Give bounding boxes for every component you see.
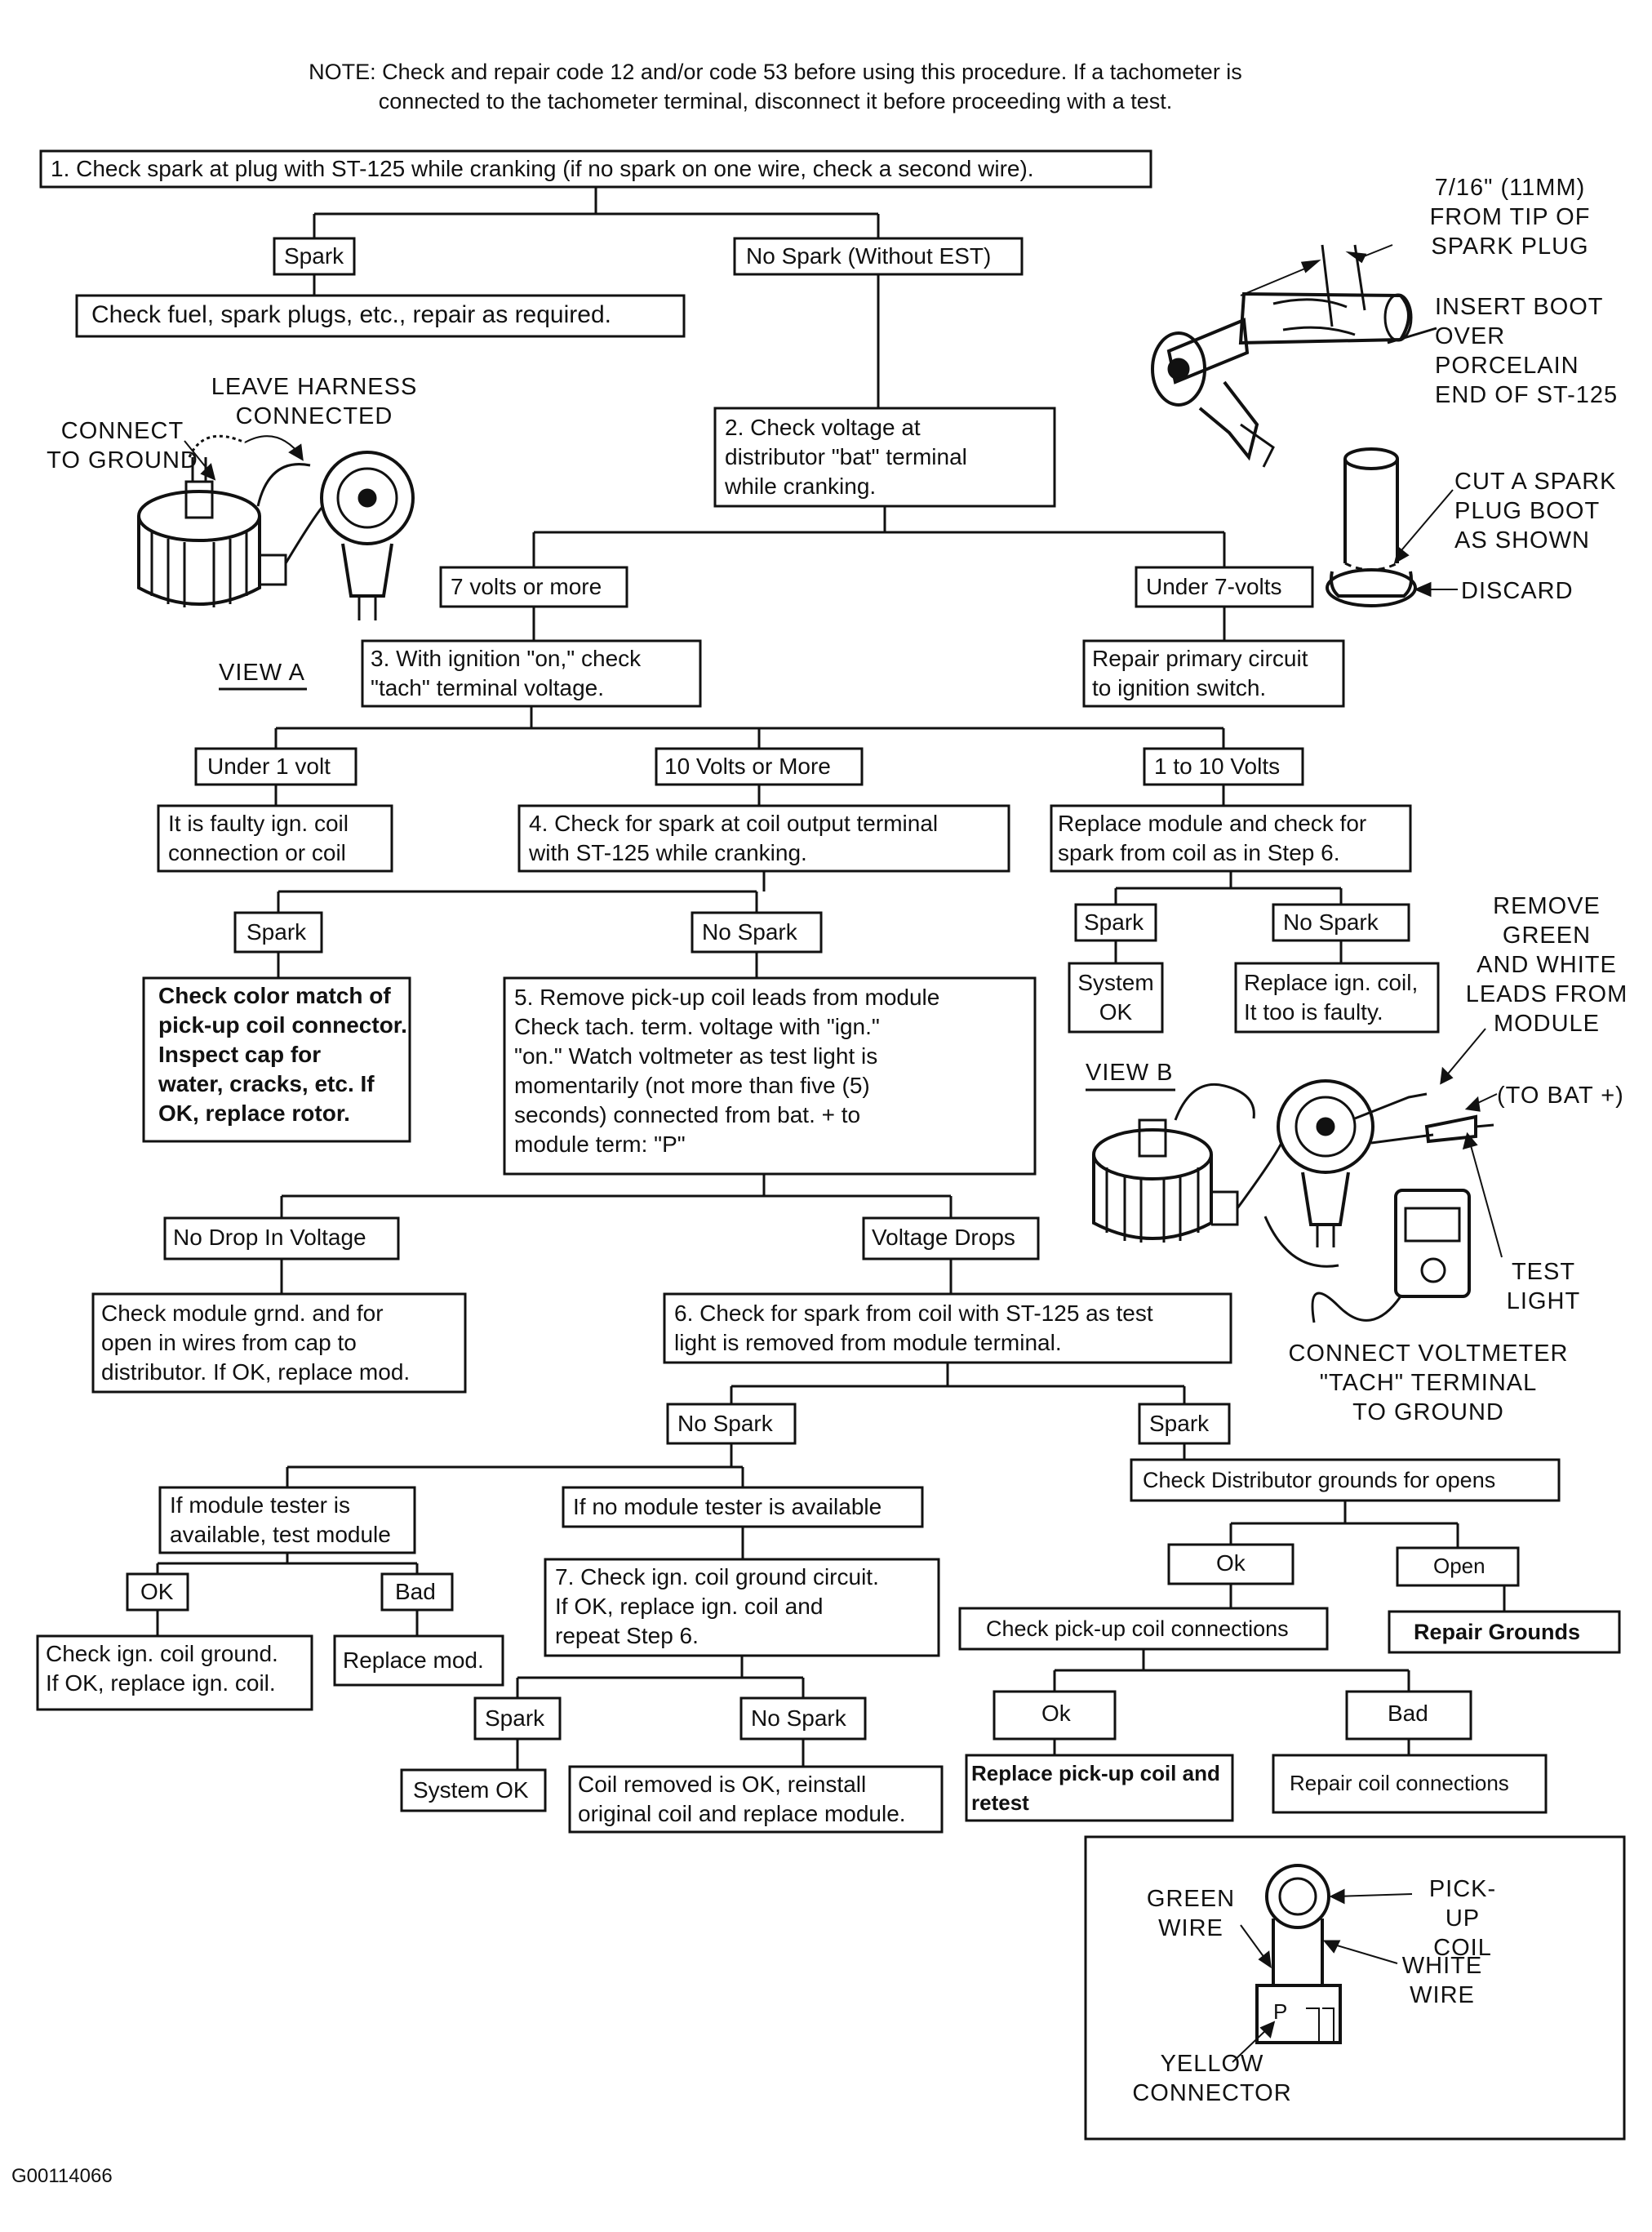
replace-module-check-text: Replace module and check for spark from … bbox=[1058, 811, 1367, 865]
seven-more-label: 7 volts or more bbox=[451, 574, 602, 599]
spark-1-label: Spark bbox=[284, 243, 344, 269]
step3-text: 3. With ignition "on," check "tach" term… bbox=[371, 646, 642, 700]
replace-coil-r-box bbox=[1234, 962, 1440, 1034]
step1-text: 1. Check spark at plug with ST-125 while… bbox=[51, 156, 1034, 181]
connect-ground-label: CONNECT TO GROUND bbox=[47, 418, 198, 474]
replace-mod-text: Replace mod. bbox=[343, 1647, 484, 1673]
check-fuel-text: Check fuel, spark plugs, etc., repair as… bbox=[91, 301, 611, 328]
system-ok-7-text: System OK bbox=[413, 1777, 529, 1803]
check-coil-ground-text: Check ign. coil ground. If OK, replace i… bbox=[46, 1641, 278, 1696]
open-2-label: Open bbox=[1433, 1554, 1485, 1578]
nospark-r-label: No Spark bbox=[1283, 909, 1379, 935]
system-ok-r-text: System OK bbox=[1077, 970, 1154, 1025]
repair-primary-text: Repair primary circuit to ignition switc… bbox=[1092, 646, 1308, 700]
coil-removed-box bbox=[568, 1765, 944, 1834]
white-wire-label: WHITE WIRE bbox=[1401, 1953, 1483, 2008]
repair-grounds-text: Repair Grounds bbox=[1414, 1620, 1581, 1644]
nospark-1-label: No Spark (Without EST) bbox=[746, 243, 992, 269]
note-line-1: NOTE: Check and repair code 12 and/or co… bbox=[309, 60, 1242, 84]
ok-3-label: Ok bbox=[1041, 1701, 1071, 1726]
spark-r-label: Spark bbox=[1084, 909, 1144, 935]
check-fuel-box bbox=[75, 294, 686, 338]
replace-pickup-text: Replace pick-up coil and retest bbox=[971, 1761, 1220, 1815]
view-b-label: VIEW B bbox=[1086, 1060, 1174, 1086]
under-seven-label: Under 7-volts bbox=[1146, 574, 1282, 599]
connect-voltmeter-label: CONNECT VOLTMETER "TACH" TERMINAL TO GRO… bbox=[1288, 1341, 1569, 1425]
test-light-label: TEST LIGHT bbox=[1506, 1259, 1581, 1314]
check-dist-grounds-text: Check Distributor grounds for opens bbox=[1143, 1468, 1496, 1492]
coil-removed-text: Coil removed is OK, reinstall original c… bbox=[578, 1772, 906, 1826]
figure-id: G00114066 bbox=[11, 2165, 113, 2187]
discard-label: DISCARD bbox=[1461, 578, 1574, 604]
spark-6-label: Spark bbox=[1149, 1411, 1210, 1436]
nospark-7-label: No Spark bbox=[751, 1705, 846, 1731]
step5-box bbox=[503, 976, 1037, 1176]
view-a-illustration bbox=[137, 434, 415, 620]
check-pickup-text: Check pick-up coil connections bbox=[986, 1616, 1289, 1641]
no-tester-text: If no module tester is available bbox=[573, 1494, 882, 1519]
spark-plug-boot-illustration bbox=[1326, 447, 1458, 607]
step5-text: 5. Remove pick-up coil leads from module… bbox=[514, 985, 940, 1157]
note-line-2: connected to the tachometer terminal, di… bbox=[378, 89, 1173, 113]
step6-text: 6. Check for spark from coil with ST-125… bbox=[674, 1301, 1153, 1355]
plug-dimension-label: 7/16" (11MM) FROM TIP OF SPARK PLUG bbox=[1429, 175, 1591, 260]
to-bat-label: (TO BAT +) bbox=[1497, 1083, 1624, 1109]
nospark-4-label: No Spark bbox=[702, 919, 797, 945]
pickup-diagram-frame bbox=[1084, 1835, 1626, 2141]
check-coil-ground-box bbox=[36, 1634, 313, 1711]
pickup-coil-connector-illustration bbox=[1232, 1864, 1413, 2063]
system-ok-7-box bbox=[400, 1768, 547, 1812]
spark-tester-illustration bbox=[1151, 244, 1437, 468]
spark-7-label: Spark bbox=[485, 1705, 545, 1731]
remove-leads-label: REMOVE GREEN AND WHITE LEADS FROM MODULE bbox=[1465, 893, 1628, 1037]
repair-coil-conn-text: Repair coil connections bbox=[1290, 1771, 1509, 1795]
green-wire-label: GREEN WIRE bbox=[1146, 1886, 1236, 1941]
faulty-coil-text: It is faulty ign. coil connection or coi… bbox=[168, 811, 349, 865]
pickup-coil-label: PICK-UP COIL bbox=[1428, 1876, 1497, 1961]
ok-1-label: OK bbox=[140, 1579, 174, 1604]
leave-harness-label: LEAVE HARNESS CONNECTED bbox=[211, 374, 418, 429]
nospark-6-label: No Spark bbox=[677, 1411, 773, 1436]
spark-4-label: Spark bbox=[246, 919, 307, 945]
check-module-grnd-box bbox=[91, 1292, 467, 1394]
connector-p-label: P bbox=[1273, 1999, 1289, 2024]
insert-boot-label: INSERT BOOT OVER PORCELAIN END OF ST-125 bbox=[1435, 294, 1619, 408]
replace-pickup-box bbox=[965, 1754, 1234, 1822]
check-module-grnd-text: Check module grnd. and for open in wires… bbox=[101, 1301, 411, 1385]
connector-lines bbox=[156, 187, 1506, 1770]
view-b-illustration bbox=[1092, 1028, 1503, 1323]
replace-coil-r-text: Replace ign. coil, It too is faulty. bbox=[1244, 970, 1419, 1025]
ok-2-label: Ok bbox=[1216, 1550, 1246, 1576]
bad-1-label: Bad bbox=[395, 1579, 436, 1604]
check-color-box bbox=[142, 976, 411, 1143]
repair-primary-box bbox=[1082, 639, 1345, 708]
one-to-ten-label: 1 to 10 Volts bbox=[1154, 754, 1281, 779]
under-1-label: Under 1 volt bbox=[207, 754, 331, 779]
view-a-label: VIEW A bbox=[219, 660, 305, 686]
cut-boot-label: CUT A SPARK PLUG BOOT AS SHOWN bbox=[1454, 469, 1617, 554]
voltage-drops-label: Voltage Drops bbox=[872, 1225, 1015, 1250]
check-color-text: Check color match of pick-up coil connec… bbox=[158, 983, 407, 1126]
step7-text: 7. Check ign. coil ground circuit. If OK… bbox=[555, 1564, 879, 1648]
yellow-connector-label: YELLOW CONNECTOR bbox=[1132, 2051, 1292, 2106]
ten-more-label: 10 Volts or More bbox=[664, 754, 831, 779]
step2-text: 2. Check voltage at distributor "bat" te… bbox=[725, 415, 967, 499]
tester-available-text: If module tester is available, test modu… bbox=[170, 1492, 391, 1547]
replace-mod-box bbox=[333, 1634, 504, 1687]
step4-text: 4. Check for spark at coil output termin… bbox=[529, 811, 939, 865]
no-drop-label: No Drop In Voltage bbox=[173, 1225, 366, 1250]
bad-3-label: Bad bbox=[1388, 1701, 1428, 1726]
